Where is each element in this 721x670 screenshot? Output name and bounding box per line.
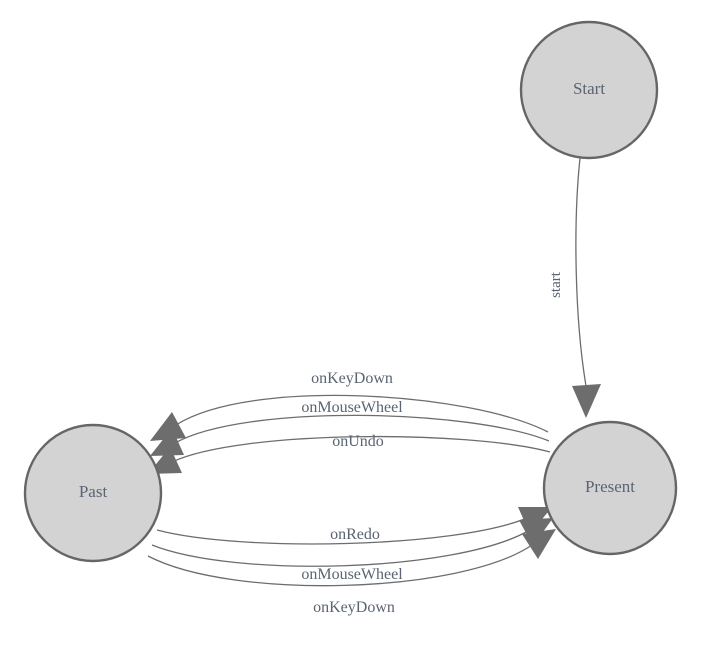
node-present-circle: [542, 420, 678, 556]
edge-past-to-present-onkeydown[interactable]: onKeyDown: [147, 529, 556, 616]
edge-present-to-past-onkeydown-path: [175, 394, 549, 433]
edge-start-to-present-path: [575, 157, 587, 387]
node-start[interactable]: Start: [519, 20, 659, 160]
edge-present-to-past-onmousewheel-arrowhead: [150, 428, 184, 456]
node-start-label: Start: [573, 79, 605, 98]
edge-past-to-present-onmousewheel-label: onMouseWheel: [301, 566, 403, 583]
edge-start-to-present-arrowhead: [572, 384, 601, 418]
edge-past-to-present-onkeydown-path: [147, 544, 533, 587]
edge-start-to-present-label: start: [548, 271, 564, 298]
edge-past-to-present-onredo-path: [156, 517, 528, 545]
edge-start-to-present[interactable]: start: [548, 157, 601, 418]
edge-past-to-present-onredo-label: onRedo: [330, 526, 380, 543]
node-start-circle: [519, 20, 659, 160]
edge-present-to-past-onmousewheel[interactable]: onMouseWheel: [150, 399, 550, 456]
edge-past-to-present-onkeydown-arrowhead: [522, 529, 556, 559]
node-present-label: Present: [585, 477, 635, 496]
edge-past-to-present-onkeydown-label: onKeyDown: [313, 599, 395, 616]
node-past-label: Past: [79, 482, 108, 501]
edge-past-to-present-onmousewheel-path: [151, 530, 529, 567]
edge-present-to-past-onkeydown[interactable]: onKeyDown: [150, 370, 549, 441]
edge-present-to-past-onkeydown-label: onKeyDown: [311, 370, 393, 387]
edge-present-to-past-onmousewheel-path: [174, 414, 550, 444]
edge-present-to-past-onkeydown-arrowhead: [150, 412, 186, 441]
edge-present-to-past-onundo-label: onUndo: [332, 433, 384, 450]
node-past[interactable]: Past: [23, 423, 163, 563]
edge-present-to-past-onmousewheel-label: onMouseWheel: [301, 399, 403, 416]
edge-past-to-present-onredo[interactable]: onRedo: [156, 507, 552, 545]
node-present[interactable]: Present: [542, 420, 678, 556]
node-past-circle: [23, 423, 163, 563]
edge-present-to-past-onundo-path: [171, 435, 551, 463]
edge-present-to-past-onundo[interactable]: onUndo: [148, 433, 551, 474]
